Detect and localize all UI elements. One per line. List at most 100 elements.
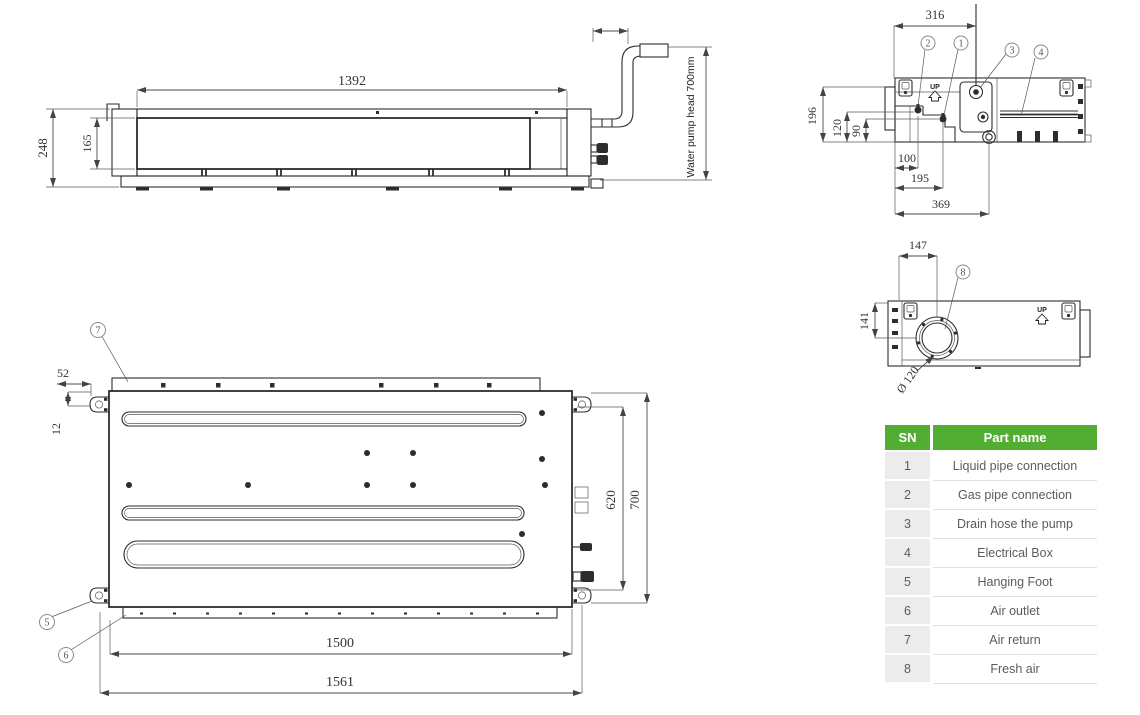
header-part-name: Part name xyxy=(933,425,1097,452)
front-feet-marks xyxy=(136,187,584,191)
parts-table: SN Part name 1 Liquid pipe connection 2 … xyxy=(885,425,1097,684)
row-sn: 1 xyxy=(885,452,930,481)
callout-2: 2 xyxy=(917,35,936,107)
row-part-name: Electrical Box xyxy=(933,539,1097,568)
row-sn: 8 xyxy=(885,655,930,684)
row-sn: 2 xyxy=(885,481,930,510)
dim-pump-head: Water pump head 700mm xyxy=(600,46,712,181)
up-arrow-icon xyxy=(927,90,943,102)
table-row: 1 Liquid pipe connection xyxy=(885,452,1097,481)
dim-248-label: 248 xyxy=(35,138,50,158)
svg-text:316: 316 xyxy=(926,8,945,22)
front-view: 1392 248 165 Water pump head 700mm xyxy=(35,28,712,191)
electrical-box xyxy=(996,78,1092,143)
row-sn: 5 xyxy=(885,568,930,597)
svg-text:12: 12 xyxy=(49,423,63,435)
valve-fittings xyxy=(590,143,608,189)
pump-cover xyxy=(959,81,993,133)
table-row: 5 Hanging Foot xyxy=(885,568,1097,597)
table-row: 8 Fresh air xyxy=(885,655,1097,684)
svg-text:7: 7 xyxy=(96,326,101,337)
hanging-bracket-icon xyxy=(898,79,913,97)
svg-text:141: 141 xyxy=(857,312,871,330)
parts-table-header: SN Part name xyxy=(885,425,1097,452)
svg-text:620: 620 xyxy=(603,490,618,510)
dim-195: 195 xyxy=(895,123,944,191)
row-part-name: Gas pipe connection xyxy=(933,481,1097,510)
front-air-outlet-opening xyxy=(136,117,531,170)
svg-text:6: 6 xyxy=(64,651,69,662)
svg-text:52: 52 xyxy=(57,366,69,380)
svg-text:196: 196 xyxy=(805,107,819,125)
dim-52: 52 xyxy=(57,366,92,396)
dim-90: 90 xyxy=(849,118,939,142)
air-outlet-flange xyxy=(122,606,558,619)
row-part-name: Air return xyxy=(933,626,1097,655)
dim-front-inner-height: 165 xyxy=(80,117,135,170)
dim-pipe-offset xyxy=(592,28,629,44)
dim-1561: 1561 xyxy=(99,605,583,696)
callout-5: 5 xyxy=(39,600,93,630)
callout-1: 1 xyxy=(943,35,969,116)
dim-1392-label: 1392 xyxy=(338,74,366,89)
return-flange xyxy=(884,86,896,131)
svg-text:3: 3 xyxy=(1010,46,1015,57)
row-part-name: Fresh air xyxy=(933,655,1097,684)
connection-view: UP xyxy=(805,4,1092,217)
dim-196: 196 xyxy=(805,86,895,143)
callout-4: 4 xyxy=(1020,44,1049,117)
svg-text:1500: 1500 xyxy=(326,636,354,651)
dim-1500: 1500 xyxy=(109,609,573,657)
dim-12: 12 xyxy=(49,391,91,435)
up-label: UP xyxy=(1037,307,1047,314)
callout-3: 3 xyxy=(979,42,1020,89)
callout-8: 8 xyxy=(944,264,971,330)
svg-text:8: 8 xyxy=(961,268,966,279)
dim-316: 316 xyxy=(893,8,976,78)
table-row: 6 Air outlet xyxy=(885,597,1097,626)
front-left-endcap xyxy=(111,108,138,177)
svg-text:147: 147 xyxy=(909,238,927,252)
row-part-name: Hanging Foot xyxy=(933,568,1097,597)
fresh-air-port xyxy=(915,316,959,360)
front-right-panel xyxy=(529,117,568,170)
svg-text:90: 90 xyxy=(849,125,863,137)
dim-100: 100 xyxy=(894,116,919,214)
hanging-foot xyxy=(571,396,592,413)
up-arrow-icon xyxy=(1034,313,1050,325)
dim-diameter-120: Ø 120 xyxy=(893,355,935,396)
front-bottom-flange xyxy=(120,175,590,188)
dim-369: 369 xyxy=(895,144,990,217)
hanging-bracket-icon xyxy=(903,302,918,320)
row-sn: 7 xyxy=(885,626,930,655)
screw-holes xyxy=(126,410,548,537)
pump-pipe xyxy=(591,43,669,128)
front-top-strip xyxy=(136,108,568,119)
svg-text:700: 700 xyxy=(627,490,642,510)
row-sn: 3 xyxy=(885,510,930,539)
callout-6: 6 xyxy=(58,614,127,663)
row-sn: 4 xyxy=(885,539,930,568)
callout-7: 7 xyxy=(90,322,129,383)
dim-front-height: 248 xyxy=(35,108,119,188)
dim-front-width: 1392 xyxy=(136,74,568,107)
svg-text:120: 120 xyxy=(830,119,844,137)
up-label: UP xyxy=(930,84,940,91)
hanging-bracket-icon xyxy=(1061,302,1076,320)
table-row: 7 Air return xyxy=(885,626,1097,655)
table-row: 4 Electrical Box xyxy=(885,539,1097,568)
svg-text:Ø 120: Ø 120 xyxy=(893,364,921,396)
header-sn: SN xyxy=(885,425,930,452)
svg-text:100: 100 xyxy=(898,151,916,165)
air-return-flange xyxy=(111,377,541,392)
dim-620: 620 xyxy=(577,406,626,591)
liquid-pipe-port xyxy=(939,115,947,123)
pump-head-note: Water pump head 700mm xyxy=(685,56,697,177)
dim-141: 141 xyxy=(857,302,917,339)
dim-120: 120 xyxy=(830,111,914,142)
row-part-name: Drain hose the pump xyxy=(933,510,1097,539)
plan-view: 7 5 6 52 12 620 xyxy=(39,322,650,696)
drain-outlet xyxy=(982,130,996,144)
hanging-bracket-icon xyxy=(1059,79,1074,97)
